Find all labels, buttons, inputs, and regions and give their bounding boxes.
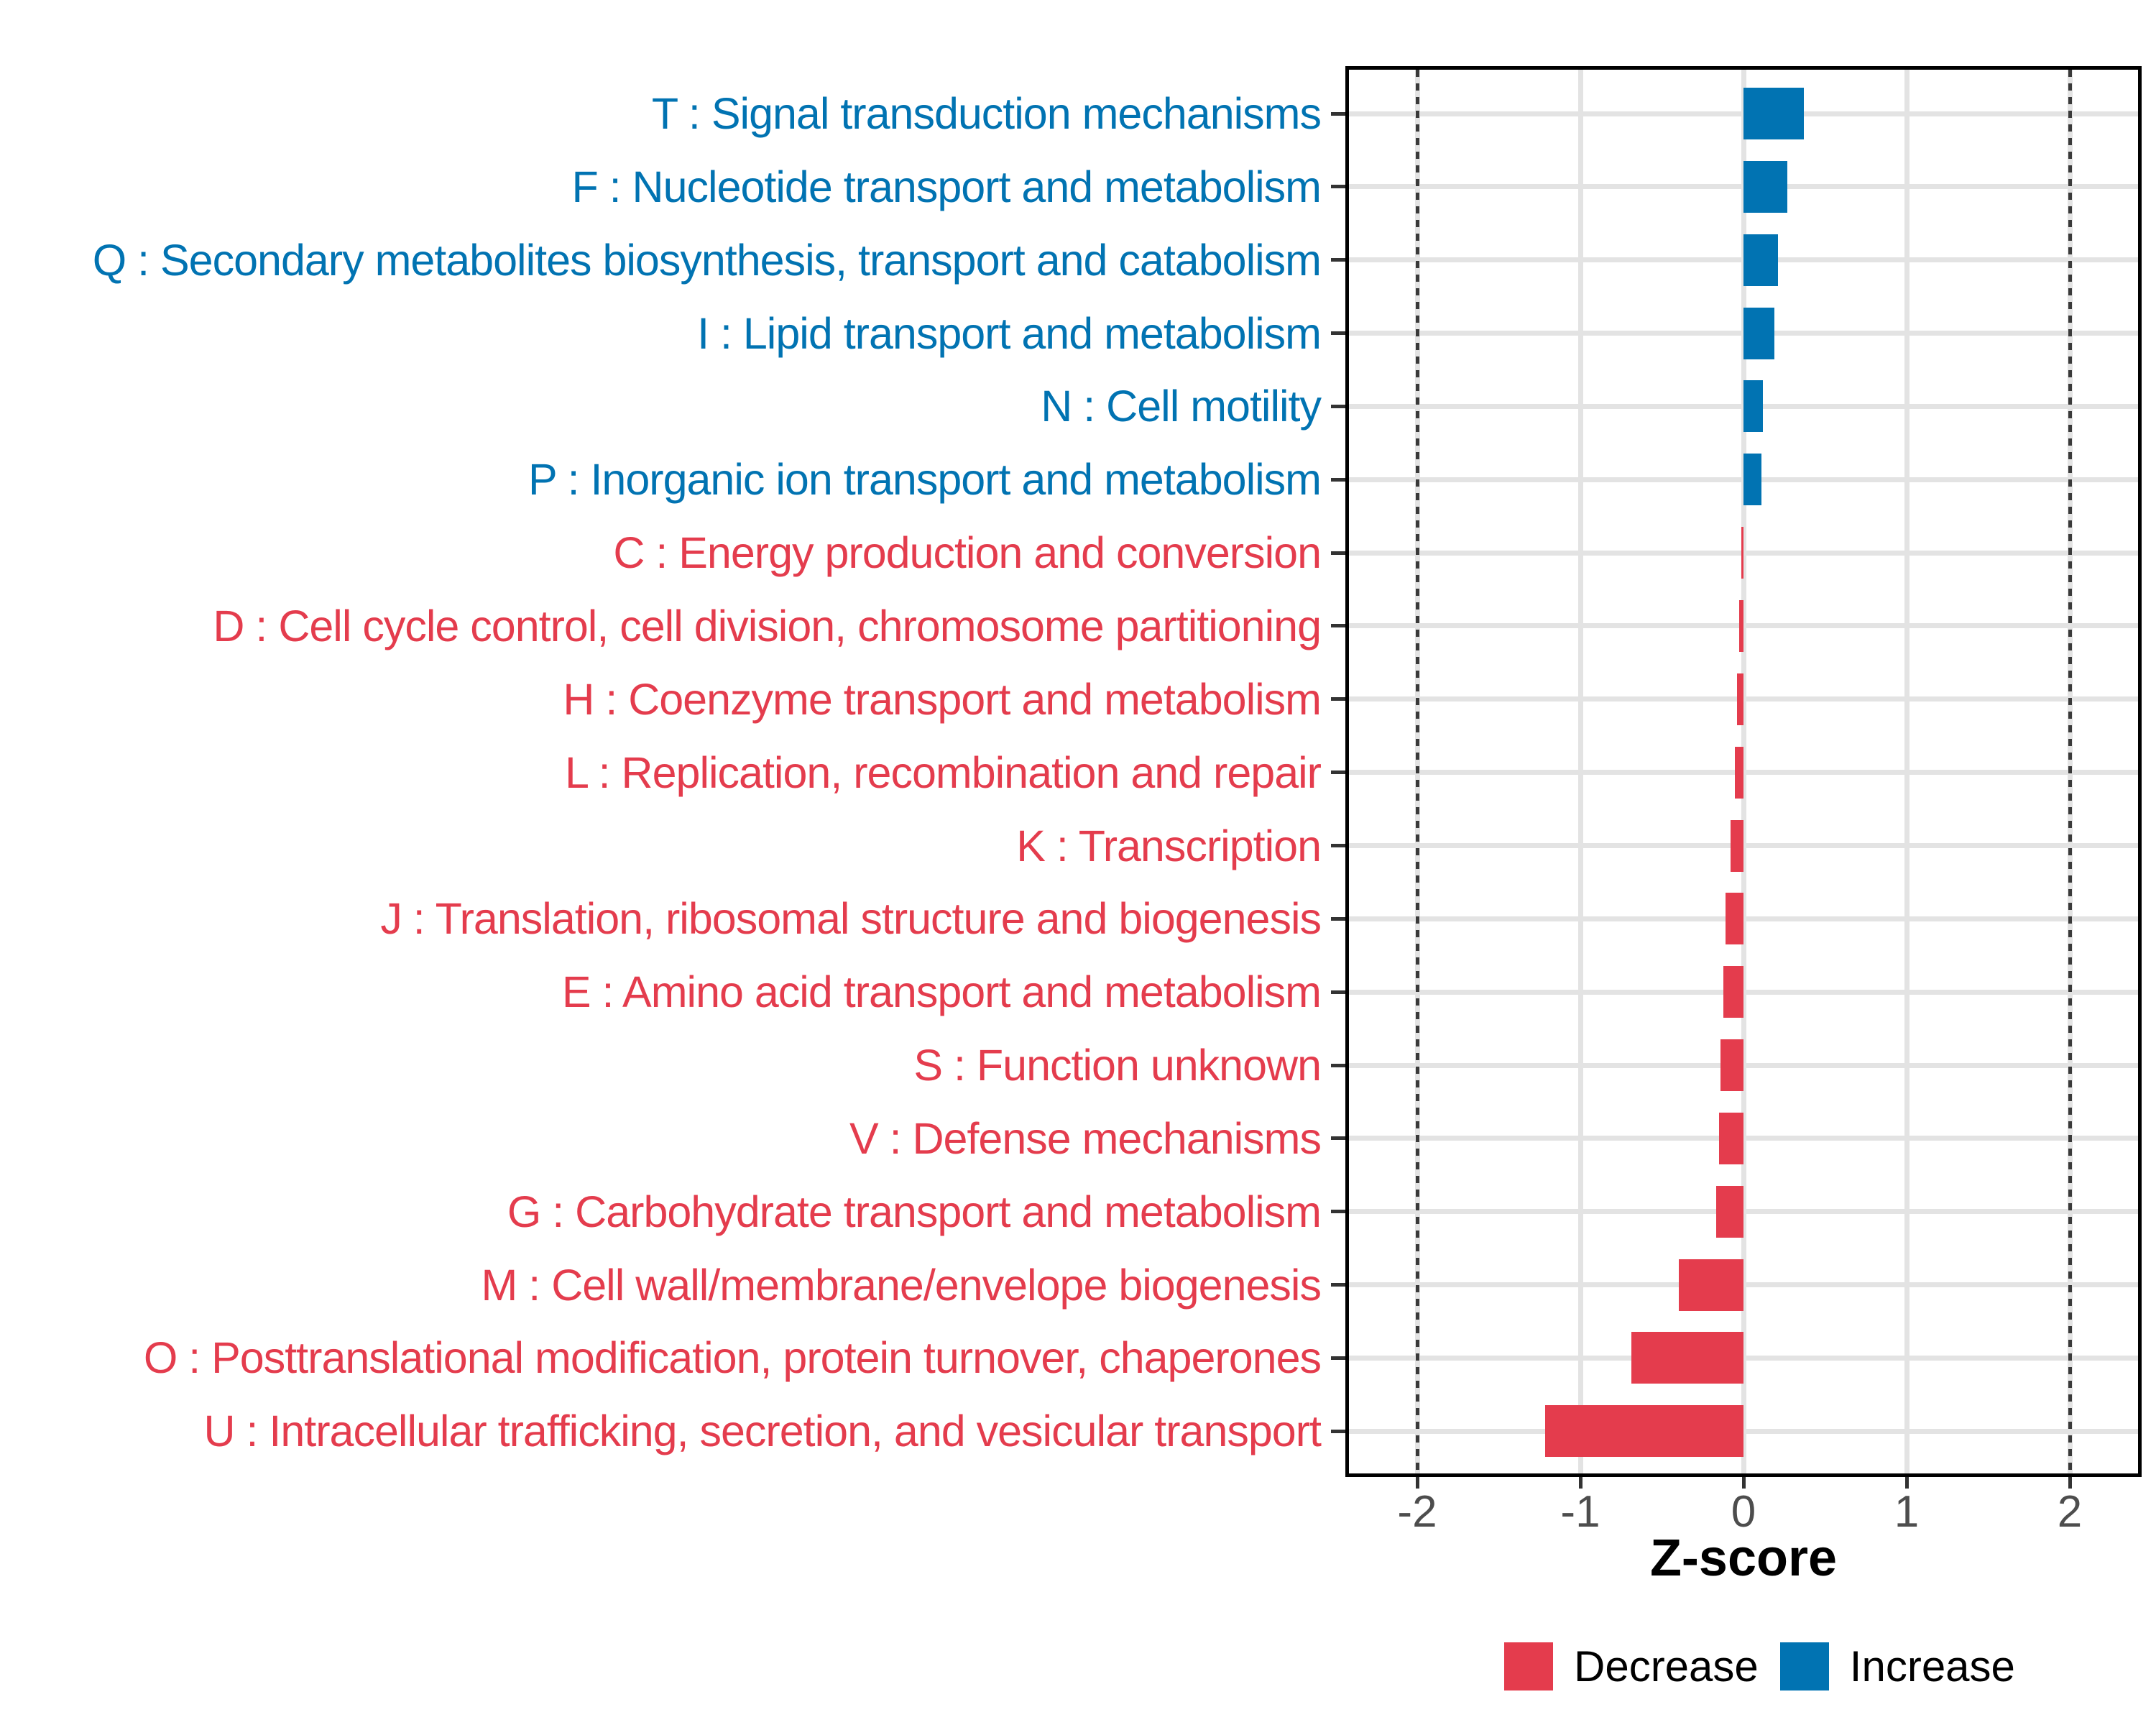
bar xyxy=(1731,819,1743,872)
horizontal-gridline xyxy=(1349,916,2138,921)
horizontal-gridline xyxy=(1349,1209,2138,1215)
horizontal-gridline xyxy=(1349,1282,2138,1288)
legend: Decrease Increase xyxy=(1504,1642,2015,1690)
y-axis-tick xyxy=(1331,916,1345,921)
category-label: C : Energy production and conversion xyxy=(613,528,1322,578)
legend-label-decrease: Decrease xyxy=(1574,1642,1759,1690)
x-axis-tick xyxy=(1415,1477,1419,1489)
y-axis-tick xyxy=(1331,331,1345,336)
y-axis-tick xyxy=(1331,1136,1345,1141)
horizontal-gridline xyxy=(1349,623,2138,629)
x-axis-tick xyxy=(1578,1477,1583,1489)
category-label: N : Cell motility xyxy=(1041,382,1322,431)
y-axis-tick xyxy=(1331,1063,1345,1067)
x-tick-label: -1 xyxy=(1560,1487,1600,1537)
horizontal-gridline xyxy=(1349,550,2138,556)
bar xyxy=(1743,88,1804,140)
category-label: I : Lipid transport and metabolism xyxy=(697,308,1322,358)
y-axis-tick xyxy=(1331,1356,1345,1360)
category-label: Q : Secondary metabolites biosynthesis, … xyxy=(92,235,1322,285)
horizontal-gridline xyxy=(1349,989,2138,995)
x-axis-tick xyxy=(1904,1477,1909,1489)
category-label: F : Nucleotide transport and metabolism xyxy=(571,162,1322,211)
legend-item-decrease: Decrease xyxy=(1504,1642,1759,1690)
category-label: E : Amino acid transport and metabolism xyxy=(561,967,1322,1017)
reference-line xyxy=(2068,70,2072,1473)
category-label: H : Coenzyme transport and metabolism xyxy=(563,674,1322,724)
y-axis-tick xyxy=(1331,477,1345,482)
decrease-swatch xyxy=(1504,1642,1553,1690)
bar xyxy=(1720,1039,1743,1092)
horizontal-gridline xyxy=(1349,696,2138,702)
x-axis-title: Z-score xyxy=(1649,1530,1838,1587)
horizontal-gridline xyxy=(1349,1355,2138,1361)
bar xyxy=(1726,893,1743,945)
y-axis-tick xyxy=(1331,1210,1345,1214)
bar xyxy=(1743,160,1788,213)
bar xyxy=(1743,307,1775,359)
bar xyxy=(1679,1259,1743,1311)
x-tick-label: 2 xyxy=(2057,1487,2083,1537)
y-axis-tick xyxy=(1331,111,1345,116)
bar xyxy=(1716,1185,1743,1238)
category-label: V : Defense mechanisms xyxy=(849,1113,1322,1163)
legend-item-increase: Increase xyxy=(1779,1642,2015,1690)
y-axis-tick xyxy=(1331,1429,1345,1433)
y-axis-tick xyxy=(1331,551,1345,555)
category-label: D : Cell cycle control, cell division, c… xyxy=(213,601,1322,650)
x-axis-tick xyxy=(1741,1477,1746,1489)
category-label: O : Posttranslational modification, prot… xyxy=(143,1333,1322,1383)
bar xyxy=(1743,234,1778,286)
y-axis-tick xyxy=(1331,844,1345,847)
bar xyxy=(1631,1332,1743,1384)
y-axis-tick xyxy=(1331,624,1345,628)
y-axis-tick xyxy=(1331,185,1345,189)
horizontal-gridline xyxy=(1349,770,2138,776)
bar xyxy=(1743,380,1764,433)
x-axis-tick xyxy=(2068,1477,2072,1489)
bar xyxy=(1718,1112,1743,1164)
bar xyxy=(1743,454,1761,506)
reference-line xyxy=(1415,70,1419,1473)
bar xyxy=(1723,966,1743,1018)
category-label: M : Cell wall/membrane/envelope biogenes… xyxy=(481,1260,1322,1310)
y-axis-tick xyxy=(1331,1283,1345,1287)
category-label: S : Function unknown xyxy=(913,1041,1322,1090)
horizontal-gridline xyxy=(1349,1136,2138,1141)
category-label: U : Intracellular trafficking, secretion… xyxy=(203,1407,1322,1456)
category-label: L : Replication, recombination and repai… xyxy=(565,748,1322,797)
category-label: J : Translation, ribosomal structure and… xyxy=(380,894,1322,944)
bar xyxy=(1734,746,1743,799)
category-label: T : Signal transduction mechanisms xyxy=(651,89,1322,139)
x-tick-label: 1 xyxy=(1894,1487,1920,1537)
y-axis-tick xyxy=(1331,697,1345,702)
y-axis-tick xyxy=(1331,258,1345,262)
horizontal-gridline xyxy=(1349,1428,2138,1434)
x-tick-label: 0 xyxy=(1731,1487,1756,1537)
bar xyxy=(1739,599,1743,652)
y-axis-tick xyxy=(1331,770,1345,775)
y-axis-tick xyxy=(1331,990,1345,994)
horizontal-gridline xyxy=(1349,1062,2138,1068)
category-label: K : Transcription xyxy=(1016,821,1322,870)
y-axis-tick xyxy=(1331,404,1345,408)
increase-swatch xyxy=(1779,1642,1829,1690)
category-label: P : Inorganic ion transport and metaboli… xyxy=(528,455,1322,505)
bar xyxy=(1741,527,1743,579)
bar xyxy=(1736,673,1743,725)
bar xyxy=(1544,1405,1743,1458)
category-label: G : Carbohydrate transport and metabolis… xyxy=(507,1187,1322,1236)
horizontal-gridline xyxy=(1349,843,2138,848)
legend-label-increase: Increase xyxy=(1849,1642,2015,1690)
x-tick-label: -2 xyxy=(1397,1487,1437,1537)
